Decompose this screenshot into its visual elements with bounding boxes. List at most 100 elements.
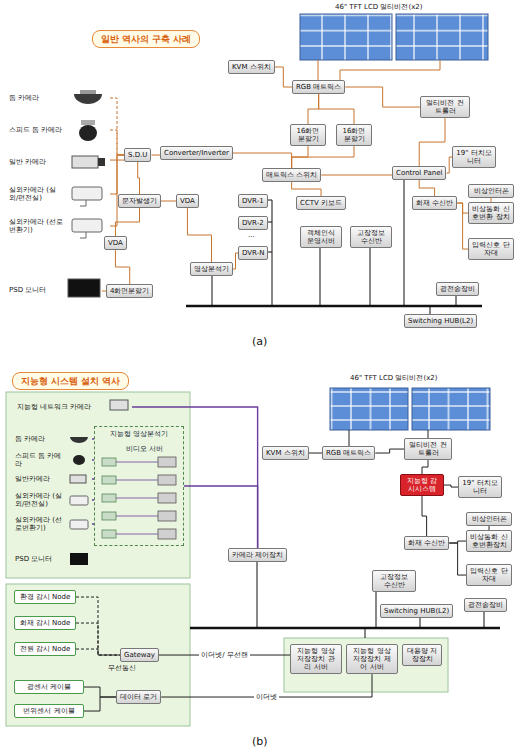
connector bbox=[138, 162, 140, 194]
node-text: 지능형 영상저장장치 관리 서버 bbox=[294, 647, 338, 671]
node-text: 실외카메라 (실외/편전실) bbox=[9, 186, 64, 202]
node-text: 스피드 돔 카메라 bbox=[15, 452, 66, 468]
illustration-part bbox=[72, 187, 102, 200]
node-text: 4화면분할기 bbox=[110, 287, 149, 295]
device-box: KVM 스위치 bbox=[262, 446, 309, 460]
device-box: 비상인터폰 bbox=[468, 184, 514, 198]
device-box: 화재 수신반 bbox=[404, 536, 449, 550]
node-text: Switching HUB(L2) bbox=[384, 607, 449, 615]
node-text: 비상인터폰 bbox=[472, 187, 510, 195]
connector bbox=[419, 118, 445, 166]
connector bbox=[76, 649, 120, 655]
video-server-rows bbox=[100, 454, 180, 544]
node-text: DVR-2 bbox=[242, 219, 264, 227]
node-text: 스피드 돔 카메라 bbox=[9, 126, 64, 134]
illustration-part bbox=[72, 156, 98, 168]
node-text: 비상통화 신호변환장치 bbox=[470, 533, 508, 549]
camera-label: 실외카메라 (선로변환기) bbox=[6, 212, 110, 240]
illustration-part bbox=[98, 158, 105, 166]
camera-icon bbox=[70, 400, 128, 529]
node-text: 19" 터치모니터 bbox=[462, 479, 498, 495]
node-text: 16화면 분할기 bbox=[294, 127, 322, 143]
node-text: 광전송장비 bbox=[440, 285, 475, 293]
bus-stub bbox=[257, 562, 484, 638]
node-text: Control Panel bbox=[396, 169, 442, 177]
device-box: 입력신호 단자대 bbox=[468, 238, 514, 260]
device-box: Switching HUB(L2) bbox=[404, 314, 477, 328]
node-text: KVM 스위치 bbox=[266, 449, 305, 457]
node-text: 문자발생기 bbox=[122, 197, 157, 205]
node-text: 멀티비전 컨트롤러 bbox=[408, 441, 448, 457]
camera-label: 실외카메라 (선로변환기) bbox=[12, 514, 92, 534]
node-text: 지능형 감시시스템 bbox=[404, 477, 440, 493]
illustration-part bbox=[110, 400, 128, 410]
connector bbox=[449, 543, 466, 575]
device-box: 영상분석기 bbox=[190, 262, 233, 276]
camera-label: PSD 모니터 bbox=[6, 276, 102, 304]
free-label: 무선통신 bbox=[108, 664, 136, 672]
device-box: 19" 터치모니터 bbox=[452, 146, 496, 168]
node-text: 일반 카메라 bbox=[9, 158, 64, 166]
group-box: 지능형 영상분석기비디오 서버 bbox=[94, 426, 184, 546]
free-label: (b) bbox=[252, 736, 268, 749]
free-label: (a) bbox=[252, 336, 267, 349]
device-box: 16화면 분할기 bbox=[336, 124, 372, 146]
sensor-node: 광센서 케이블 bbox=[14, 680, 84, 694]
storage-panel bbox=[284, 638, 448, 692]
camera-label: 실외카메라 (실외/편전실) bbox=[12, 490, 92, 510]
illustration-part bbox=[74, 94, 102, 104]
device-box: 고장정보 수신반 bbox=[350, 226, 392, 248]
node-text: 일반카메라 bbox=[15, 475, 66, 483]
node-text: 실외카메라 (선로변환기) bbox=[15, 516, 66, 532]
device-box: 지능형 영상저장장치 관리 서버 bbox=[290, 644, 342, 674]
device-box: 광전송장비 bbox=[464, 598, 507, 612]
node-text: 지능형 영상분석기 bbox=[98, 430, 180, 438]
node-text: Converter/Inverter bbox=[164, 149, 229, 157]
illustration-part bbox=[72, 219, 102, 232]
device-box: Converter/Inverter bbox=[160, 146, 233, 160]
free-label: 46" TFT LCD 멀티비전(x2) bbox=[350, 374, 438, 382]
device-box: 고장정보 수신반 bbox=[372, 570, 416, 592]
multivision-screen bbox=[412, 388, 490, 430]
camera-label: 돔 카메라 bbox=[6, 84, 110, 112]
node-text: 입력신호 단자대 bbox=[470, 567, 508, 583]
node-text: S.D.U bbox=[128, 151, 147, 159]
psd-monitor-icon bbox=[68, 279, 100, 297]
node-text: Switching HUB(L2) bbox=[408, 317, 473, 325]
node-text: PSD 모니터 bbox=[9, 286, 56, 294]
device-box: DVR-2 bbox=[238, 216, 268, 230]
node-text: DVR-N bbox=[242, 249, 264, 257]
node-text: 매트릭스 스위치 bbox=[266, 171, 317, 179]
device-box: S.D.U bbox=[124, 148, 151, 162]
illustration-part bbox=[80, 90, 96, 94]
group-label: 비디오 서버 bbox=[123, 443, 166, 455]
camera-label: 스피드 돔 카메라 bbox=[12, 450, 92, 470]
free-label: ... bbox=[248, 231, 255, 239]
section-title: 지능형 시스템 설치 역사 bbox=[12, 372, 129, 390]
connector bbox=[422, 460, 428, 474]
free-label: 46" TFT LCD 멀티비전(x2) bbox=[335, 3, 423, 11]
illustration-part bbox=[70, 475, 86, 483]
connector bbox=[115, 208, 139, 236]
connector bbox=[110, 130, 124, 155]
connector bbox=[292, 182, 321, 196]
camera-label: 스피드 돔 카메라 bbox=[6, 116, 110, 144]
device-box: 화재 수신반 bbox=[412, 196, 457, 210]
illustration-part bbox=[80, 200, 86, 206]
video-wire bbox=[318, 60, 440, 80]
node-text: Gateway bbox=[124, 651, 155, 659]
device-box: 지능형 영상저장장치 제어 서버 bbox=[346, 644, 398, 674]
node-text: 실외카메라 (실외/편전실) bbox=[15, 492, 66, 508]
node-text: VDA bbox=[108, 239, 123, 247]
connector bbox=[161, 201, 176, 202]
node-text: RGB 매트릭스 bbox=[326, 449, 371, 457]
connector bbox=[187, 208, 211, 262]
device-box: Gateway bbox=[120, 648, 159, 662]
camera-panel bbox=[6, 392, 190, 578]
illustration-part bbox=[70, 520, 88, 529]
device-box: 데이터 로거 bbox=[116, 690, 161, 704]
connector bbox=[319, 94, 354, 124]
node-text: 비상인터폰 bbox=[470, 515, 508, 523]
node-text: 비상통화 신호변환 장치 bbox=[472, 205, 510, 221]
device-box: 멀티비전 컨트롤러 bbox=[404, 438, 452, 460]
